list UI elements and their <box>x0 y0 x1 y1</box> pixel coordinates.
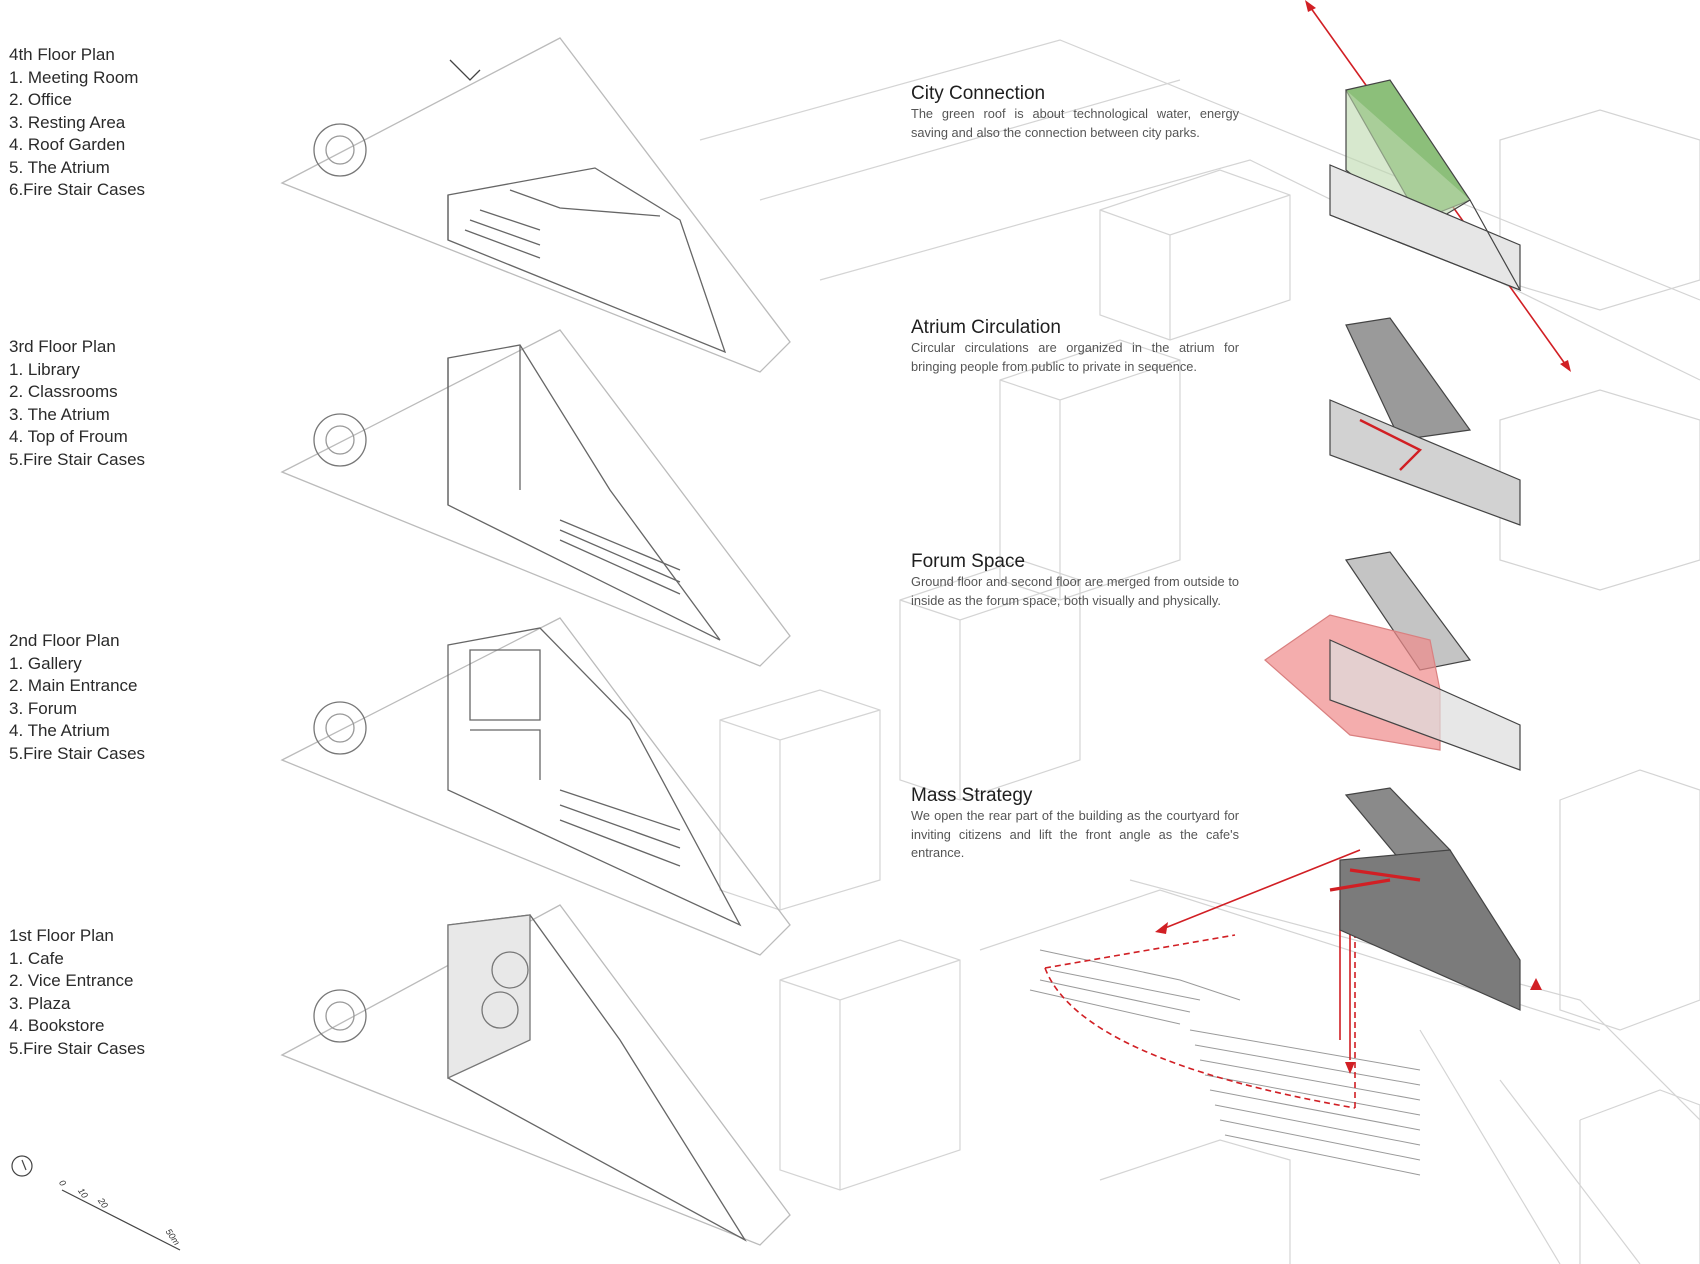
plan-3rd <box>280 329 791 667</box>
legend-item: 5. The Atrium <box>9 157 110 177</box>
strategy-title: Forum Space <box>911 551 1026 572</box>
plan-1st <box>280 904 791 1246</box>
scale-tick: 20 <box>96 1196 110 1210</box>
mass-arrows <box>1044 849 1361 1109</box>
plan-4th <box>280 37 791 373</box>
legend-item: 1. Cafe <box>9 948 64 968</box>
legend-item: 2. Office <box>9 90 72 109</box>
north-arrow-icon <box>11 1155 33 1177</box>
strategy-forum-space: Forum Space Ground floor and second floo… <box>911 551 1239 610</box>
strategy-body: We open the rear part of the building as… <box>911 808 1239 860</box>
legend-4th-floor: 4th Floor Plan 1. Meeting Room 2. Office… <box>9 44 269 202</box>
strategy-body: The green roof is about technological wa… <box>911 106 1239 140</box>
legend-item: 2. Classrooms <box>9 382 118 401</box>
legend-item: 4. The Atrium <box>9 721 110 740</box>
mass-arrowheads <box>1155 922 1542 1074</box>
model-forum-space <box>1264 551 1521 771</box>
legend-item: 5.Fire Stair Cases <box>9 449 146 469</box>
strategy-title: Atrium Circulation <box>911 317 1061 338</box>
legend-item: 3. The Atrium <box>9 404 110 424</box>
strategy-city-connection: City Connection The green roof is about … <box>911 83 1239 142</box>
model-mass-strategy <box>1329 787 1521 1011</box>
city-context <box>699 39 1700 1264</box>
strategy-title: City Connection <box>911 83 1046 104</box>
legend-item: 4. Bookstore <box>9 1016 105 1035</box>
legend-item: 3. Plaza <box>9 993 71 1013</box>
strategy-atrium-circulation: Atrium Circulation Circular circulations… <box>911 317 1239 376</box>
strategy-body: Circular circulations are organized in t… <box>911 340 1239 374</box>
legend-2nd-floor: 2nd Floor Plan 1. Gallery 2. Main Entran… <box>9 630 269 765</box>
model-atrium-circulation <box>1329 317 1521 526</box>
legend-item: 5.Fire Stair Cases <box>9 1038 146 1058</box>
strategy-mass-strategy: Mass Strategy We open the rear part of t… <box>911 785 1239 863</box>
legend-item: 4. Top of Froum <box>9 427 128 446</box>
legend-item: 2. Main Entrance <box>9 676 138 695</box>
strategy-models <box>1264 79 1522 1011</box>
strategy-title: Mass Strategy <box>911 785 1033 806</box>
scale-tick: 10 <box>76 1186 90 1200</box>
legend-item: 2. Vice Entrance <box>9 971 134 990</box>
strategy-body: Ground floor and second floor are merged… <box>911 574 1239 608</box>
legend-3rd-floor: 3rd Floor Plan 1. Library 2. Classrooms … <box>9 336 269 471</box>
model-city-connection <box>1329 79 1522 292</box>
floor-plan-drawings <box>280 37 791 1246</box>
legend-item: 1. Meeting Room <box>9 67 139 87</box>
scale-bar-line <box>61 1189 181 1251</box>
legend-item: 3. Forum <box>9 698 78 718</box>
legend-item: 1. Library <box>9 359 80 379</box>
legend-item: 1. Gallery <box>9 653 82 673</box>
legend-title: 1st Floor Plan <box>9 926 114 945</box>
scale-bar: 0 10 20 50m <box>57 1110 210 1247</box>
legend-item: 6.Fire Stair Cases <box>9 180 146 199</box>
city-arrowheads <box>1305 0 1571 372</box>
legend-title: 3rd Floor Plan <box>9 337 116 356</box>
plan-2nd <box>280 617 791 956</box>
legend-item: 4. Roof Garden <box>9 135 126 154</box>
legend-item: 5.Fire Stair Cases <box>9 743 146 763</box>
legend-item: 3. Resting Area <box>9 112 126 132</box>
legend-1st-floor: 1st Floor Plan 1. Cafe 2. Vice Entrance … <box>9 925 269 1060</box>
legend-title: 2nd Floor Plan <box>9 631 120 650</box>
legend-title: 4th Floor Plan <box>9 45 115 64</box>
